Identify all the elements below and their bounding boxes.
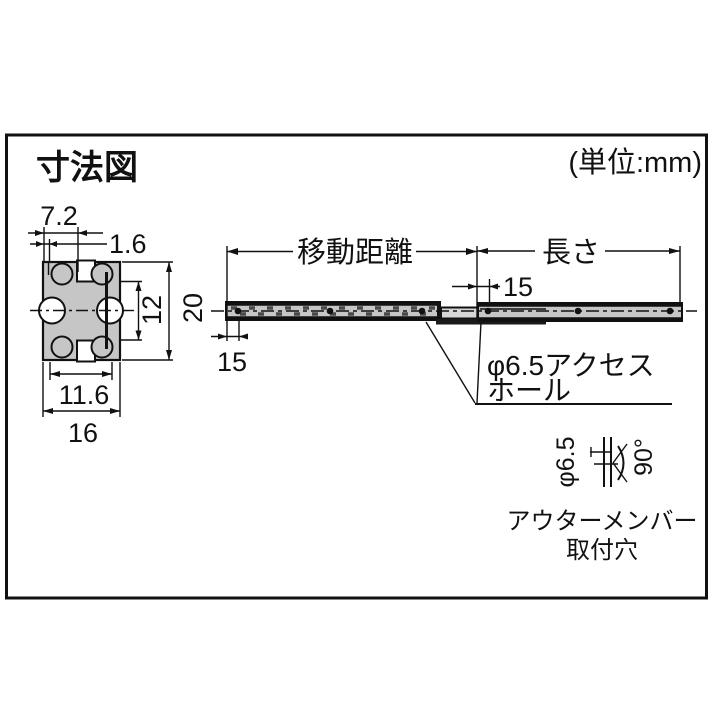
dim-outer-hole-offset: 15 — [452, 272, 533, 306]
intermediate-member — [440, 306, 479, 320]
dim-7-2: 7.2 — [40, 201, 78, 231]
length-label: 長さ — [542, 237, 600, 269]
dim-inner-hole-offset: 15 — [211, 321, 248, 377]
dim-inner-height: 12 — [121, 280, 167, 341]
drawing-frame — [5, 133, 708, 600]
access-hole-note-line2: ホール — [487, 375, 571, 406]
dim-travel-distance: 移動距離 — [226, 236, 478, 341]
ball-bottom-left — [50, 335, 74, 359]
ball-top-right — [90, 262, 114, 286]
unit-note: (単位:mm) — [568, 146, 702, 179]
hole-outer-1 — [484, 307, 492, 315]
dim-wall-thickness: 1.6 — [30, 229, 147, 262]
hole-outer-2 — [574, 307, 582, 315]
ball-top-left — [50, 262, 74, 286]
dim-12: 12 — [137, 295, 167, 325]
side-view — [211, 301, 697, 325]
detail-caption-line2: 取付穴 — [566, 537, 638, 564]
dim-length: 長さ — [477, 237, 681, 306]
cross-section-view — [30, 259, 134, 363]
dim-1-6: 1.6 — [109, 229, 147, 259]
page-title: 寸法図 — [36, 149, 138, 187]
detail-hole-diameter: φ6.5 — [552, 437, 580, 488]
dim-outer-width: 16 — [42, 362, 121, 448]
angle-arc — [617, 445, 625, 481]
countersink-flank-lower — [612, 462, 628, 483]
dim-16: 16 — [68, 418, 98, 448]
dim-15-outer: 15 — [503, 272, 533, 302]
hole-inner-2 — [326, 307, 334, 315]
dim-outer-height: 20 — [122, 261, 208, 361]
hole-outer-3 — [666, 307, 674, 315]
access-hole-note-line1: φ6.5アクセス — [487, 350, 655, 381]
access-hole-note: φ6.5アクセス ホール — [425, 321, 672, 406]
dim-15-inner: 15 — [217, 347, 247, 377]
detail-caption-line1: アウターメンバー — [506, 508, 697, 535]
dim-11-6: 11.6 — [59, 380, 110, 410]
dim-20: 20 — [178, 293, 208, 323]
detail-countersink-angle: 90° — [630, 438, 658, 476]
hole-inner-1 — [234, 307, 242, 315]
countersink-flank-upper — [612, 443, 628, 464]
dim-inner-width: 11.6 — [49, 362, 113, 410]
ball-bottom-right — [90, 335, 114, 359]
hole-inner-3 — [418, 307, 426, 315]
countersink-detail: φ6.5 90° アウターメンバー 取付穴 — [506, 437, 697, 564]
dim-top-slot-width: 7.2 — [28, 201, 103, 272]
travel-distance-label: 移動距離 — [297, 236, 413, 269]
